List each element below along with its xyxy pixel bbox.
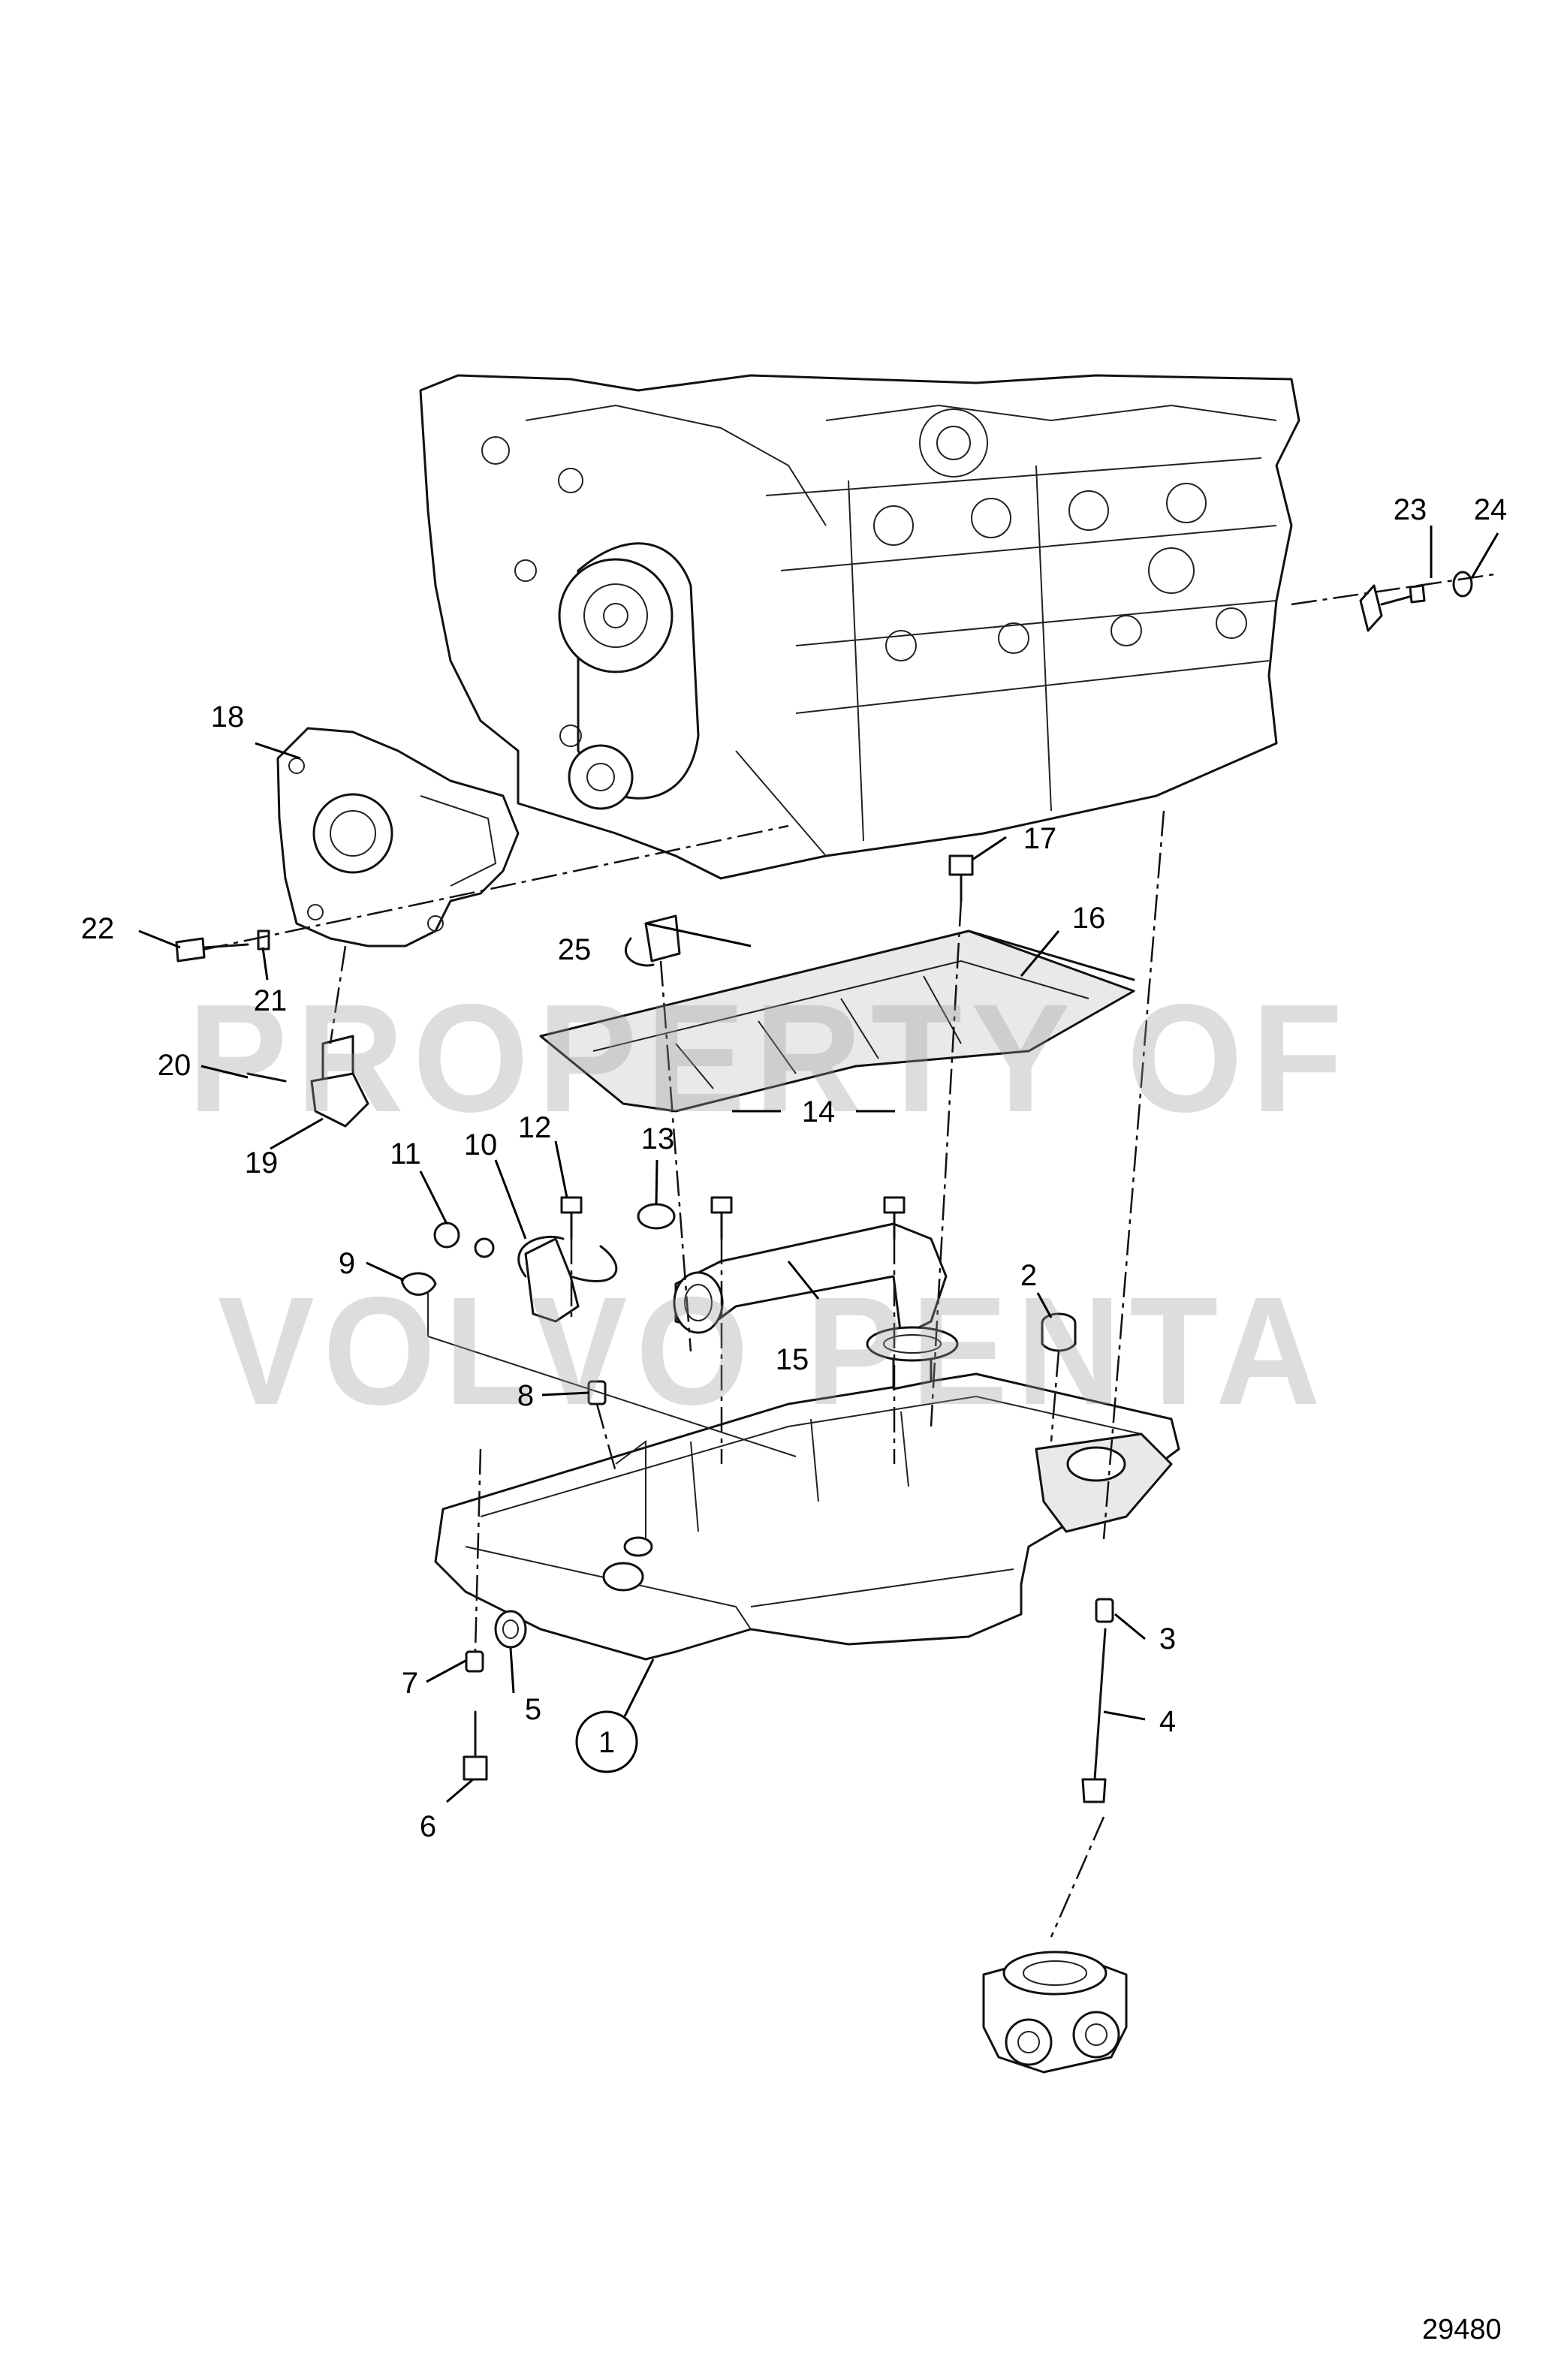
- callout-3: 3: [1159, 1622, 1176, 1655]
- oil-filter-adapter: [982, 1951, 1128, 2074]
- assembly-lines: [202, 573, 1495, 1938]
- callout-9: 9: [339, 1247, 355, 1280]
- callout-19: 19: [245, 1146, 279, 1179]
- fasteners: [175, 571, 1473, 1803]
- callout-24: 24: [1474, 493, 1508, 526]
- callout-22: 22: [81, 912, 115, 945]
- callout-14: 14: [802, 1095, 836, 1128]
- callout-8: 8: [517, 1379, 534, 1412]
- callout-13: 13: [641, 1122, 675, 1155]
- callout-2: 2: [1020, 1259, 1037, 1292]
- callout-6: 6: [420, 1810, 436, 1843]
- callout-7: 7: [402, 1667, 418, 1700]
- callout-labels: 1 2 3 4 5 6 7 8 9 10 11 12 13 14 15 16 1…: [81, 493, 1508, 1843]
- watermark-line-2: VOLVO PENTA: [218, 1265, 1329, 1437]
- callout-21: 21: [254, 984, 288, 1017]
- engine-block: [419, 374, 1300, 880]
- watermark-line-1: PROPERTY OF: [188, 972, 1352, 1144]
- oil-pan: [434, 1372, 1180, 1661]
- callout-4: 4: [1159, 1705, 1176, 1738]
- callout-12: 12: [518, 1111, 552, 1144]
- windage-tray: [539, 929, 1135, 1113]
- oil-pump: [276, 727, 520, 947]
- pickup-seal: [637, 1203, 676, 1230]
- callout-5: 5: [525, 1693, 541, 1726]
- callout-18: 18: [211, 700, 245, 734]
- callout-16: 16: [1072, 902, 1106, 935]
- oil-level-sensor: [400, 1222, 618, 1323]
- callout-23: 23: [1394, 493, 1427, 526]
- callout-11: 11: [390, 1137, 421, 1170]
- leader-lines: [138, 526, 1499, 1803]
- callout-25: 25: [558, 933, 592, 966]
- callout-1-circle: [575, 1710, 638, 1773]
- callout-1: 1: [598, 1726, 615, 1759]
- callout-15: 15: [776, 1343, 809, 1376]
- figure-number: 29480: [1422, 2314, 1502, 2345]
- watermark: PROPERTY OF VOLVO PENTA: [188, 972, 1352, 1437]
- callout-10: 10: [464, 1128, 498, 1161]
- callout-20: 20: [158, 1049, 191, 1082]
- callout-17: 17: [1023, 822, 1057, 855]
